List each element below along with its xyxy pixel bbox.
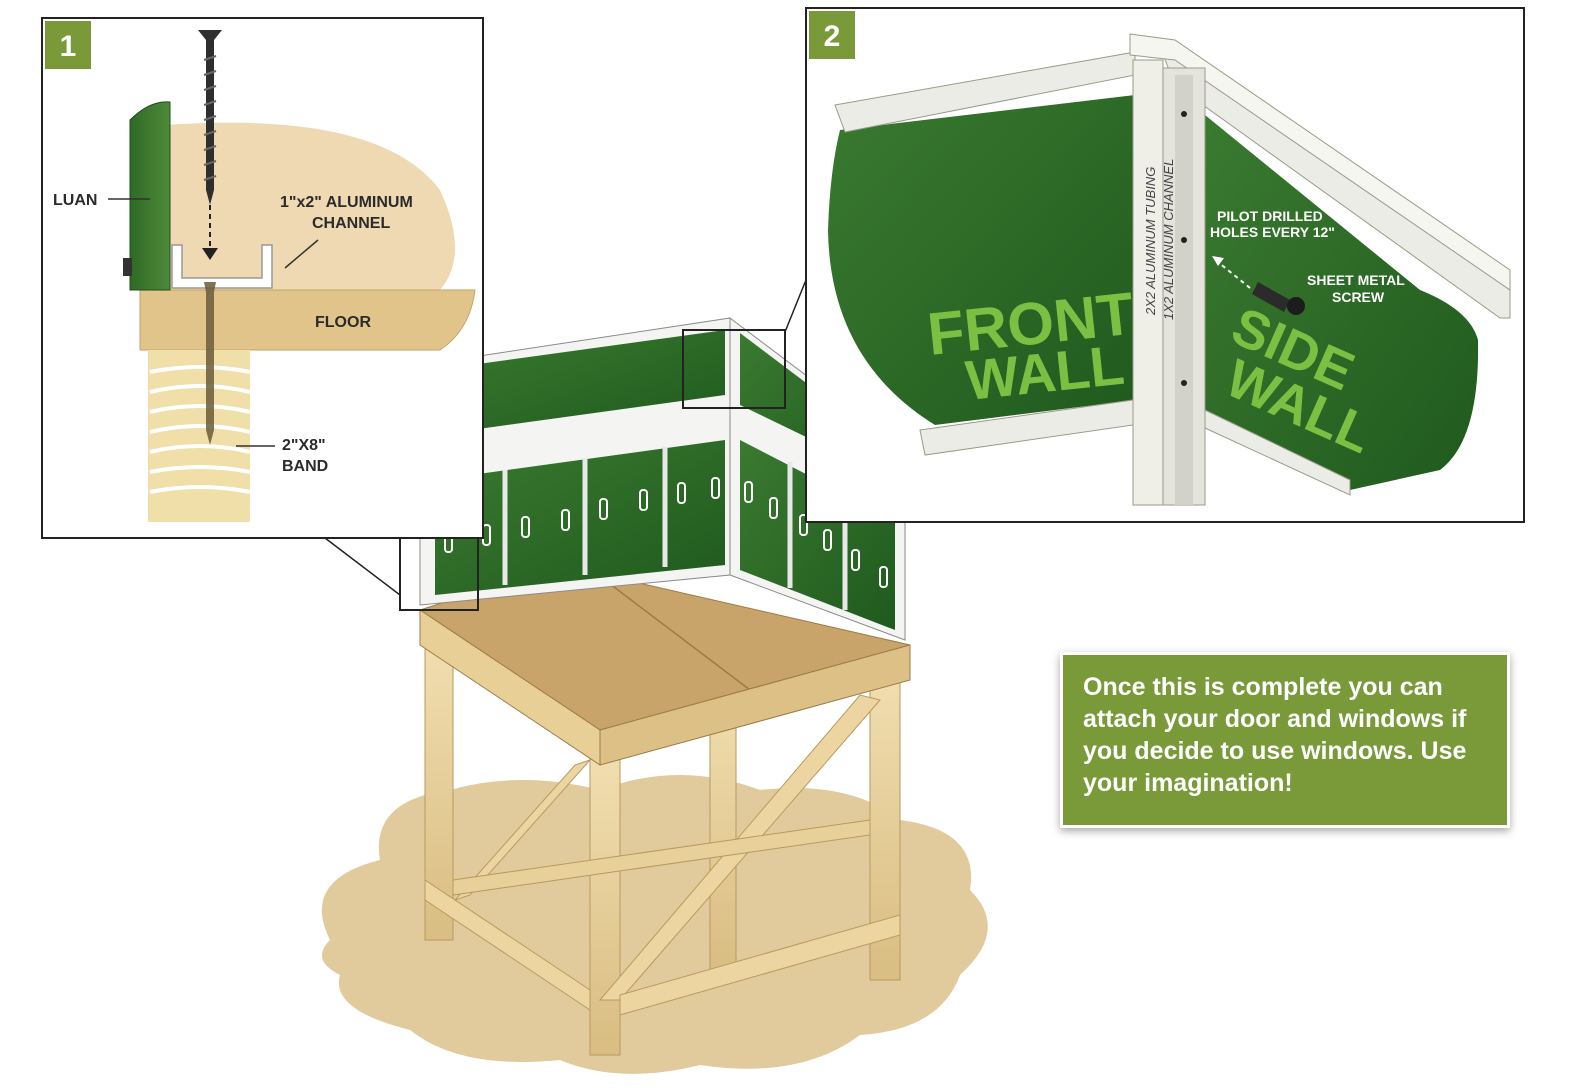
tubing-label: 2X2 ALUMINUM TUBING bbox=[1143, 167, 1158, 316]
zoom-box-2 bbox=[682, 329, 786, 409]
detail-panel-1: 1 bbox=[41, 17, 484, 539]
top-corner-cap bbox=[1129, 33, 1511, 291]
floor-surface bbox=[165, 122, 455, 290]
lower-rail-back bbox=[452, 819, 871, 896]
panel-2-badge bbox=[809, 11, 855, 59]
band-label-line2: BAND bbox=[282, 458, 328, 475]
detail-panel-2: FRONT WALL SIDE WALL 2X2 ALUMINUM TUBING… bbox=[805, 7, 1525, 523]
sheet-metal-screw-icon bbox=[1212, 256, 1305, 315]
panel-2-number: 2 bbox=[824, 20, 841, 53]
band-joist bbox=[148, 350, 250, 522]
pilot-label-line2: HOLES EVERY 12" bbox=[1210, 224, 1335, 240]
channel-leader bbox=[284, 239, 319, 269]
luan-label: LUAN bbox=[53, 192, 97, 209]
screw-illustration bbox=[198, 30, 222, 445]
screw-slot-markers bbox=[444, 477, 888, 588]
lower-rail-right bbox=[619, 914, 901, 1016]
front-wall-panel bbox=[828, 95, 1135, 425]
channel-label-vertical: 1X2 ALUMINUM CHANNEL bbox=[1161, 159, 1176, 320]
front-wall-top-panel bbox=[435, 330, 725, 435]
front-bottom-rail bbox=[919, 399, 1134, 456]
panel-1-badge bbox=[45, 21, 91, 69]
screw-label-line2: SCREW bbox=[1332, 289, 1385, 305]
leg-front bbox=[589, 754, 621, 1056]
floor-board bbox=[139, 289, 476, 351]
screw-label-line1: SHEET METAL bbox=[1307, 272, 1405, 288]
side-wall-panel bbox=[1205, 115, 1479, 490]
channel-inner bbox=[1175, 75, 1193, 505]
luan-panel bbox=[129, 101, 171, 291]
band-label-line1: 2"X8" bbox=[282, 437, 326, 454]
panel-1-number: 1 bbox=[60, 30, 77, 63]
side-wall-lower-panel bbox=[740, 440, 895, 630]
instruction-callout: Once this is complete you can attach you… bbox=[1060, 652, 1510, 828]
channel-label-line2: CHANNEL bbox=[312, 215, 390, 232]
band-right bbox=[599, 644, 911, 766]
lower-rail-left bbox=[424, 879, 591, 1011]
brace-left bbox=[453, 758, 592, 902]
side-bottom-rail bbox=[1204, 409, 1351, 496]
floor-label: FLOOR bbox=[315, 314, 371, 331]
aluminum-tubing bbox=[1132, 59, 1164, 506]
leader-line-1 bbox=[324, 537, 401, 596]
wood-grain bbox=[149, 365, 251, 494]
channel-label-line1: 1"x2" ALUMINUM bbox=[280, 194, 413, 211]
pilot-label-line1: PILOT DRILLED bbox=[1217, 208, 1323, 224]
luan-fastener bbox=[123, 258, 132, 276]
channel-holes bbox=[1181, 111, 1187, 386]
callout-text: Once this is complete you can attach you… bbox=[1083, 673, 1467, 797]
ground-shadow bbox=[321, 775, 988, 1074]
